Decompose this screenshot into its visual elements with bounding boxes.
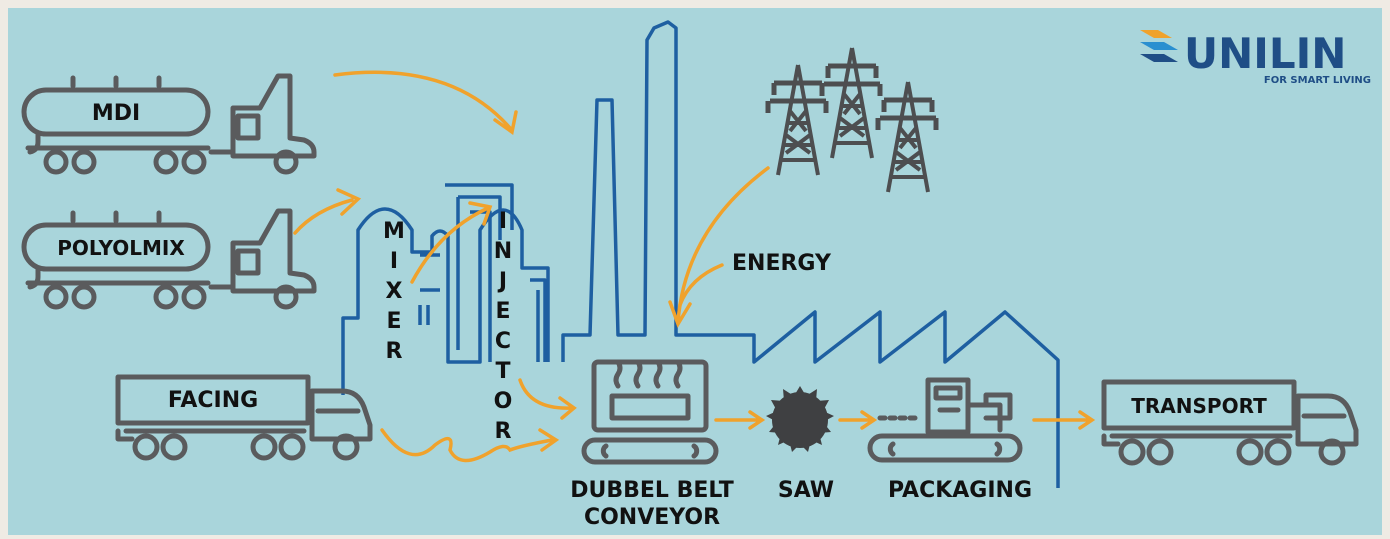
mixer-letter: E — [386, 309, 401, 334]
polyolmix-tanker-truck: POLYOLMIX — [24, 211, 314, 307]
heat-oven-icon — [581, 359, 719, 465]
injector-letter: T — [495, 359, 510, 384]
mixer-letter: X — [386, 279, 403, 304]
injector-letter: R — [495, 419, 512, 444]
arrow-saw-to-packaging — [838, 410, 878, 430]
arrow-mixer-to-injector — [410, 201, 493, 284]
mdi-tanker-truck: MDI — [24, 76, 314, 172]
logo-tagline: FOR SMART LIVING — [1264, 75, 1371, 86]
injector-letter: N — [494, 239, 512, 264]
flow-arrows — [293, 70, 1096, 463]
injector-label: I N J E C T O R — [494, 209, 513, 444]
packaging-machine-icon — [867, 377, 1023, 463]
chimneys-and-sawtooth-roof — [561, 20, 1060, 488]
mdi-label: MDI — [92, 101, 140, 126]
conveyor-label-line1: DUBBEL BELT — [570, 478, 734, 503]
energy-label: ENERGY — [732, 251, 832, 276]
arrow-facing-to-conveyor — [380, 428, 560, 463]
arrow-polyol-to-mixer — [293, 188, 362, 235]
saw-blade-icon — [766, 386, 834, 452]
arrow-conveyor-to-saw — [714, 410, 766, 430]
injector-letter: E — [495, 299, 510, 324]
transport-box-truck: TRANSPORT — [1104, 382, 1356, 463]
arrow-packaging-to-transport — [1032, 410, 1096, 430]
injector-letter: J — [497, 269, 507, 294]
arrow-energy-label — [678, 263, 724, 307]
logo-name: UNILIN — [1184, 29, 1346, 78]
mixer-letter: R — [386, 339, 403, 364]
injector-letter: I — [499, 209, 507, 234]
polyolmix-label: POLYOLMIX — [57, 236, 185, 260]
injector-letter: O — [494, 389, 513, 414]
facing-label: FACING — [168, 388, 258, 413]
factory-outline — [341, 20, 1060, 488]
mixer-letter: M — [383, 219, 405, 244]
mixer-letter: I — [390, 249, 398, 274]
unilin-logo: UNILIN FOR SMART LIVING — [1140, 29, 1371, 86]
transport-label: TRANSPORT — [1131, 394, 1267, 418]
arrow-mdi-to-injector — [333, 70, 518, 135]
packaging-label: PACKAGING — [888, 478, 1032, 503]
conveyor-label-line2: CONVEYOR — [584, 505, 720, 530]
saw-label: SAW — [778, 478, 834, 503]
stacked-layers-logo-icon — [1140, 30, 1178, 62]
arrow-injector-to-conveyor — [518, 378, 577, 420]
injector-letter: C — [495, 329, 511, 354]
mixer-label: M I X E R — [383, 219, 405, 364]
facing-box-truck: FACING — [118, 377, 370, 458]
